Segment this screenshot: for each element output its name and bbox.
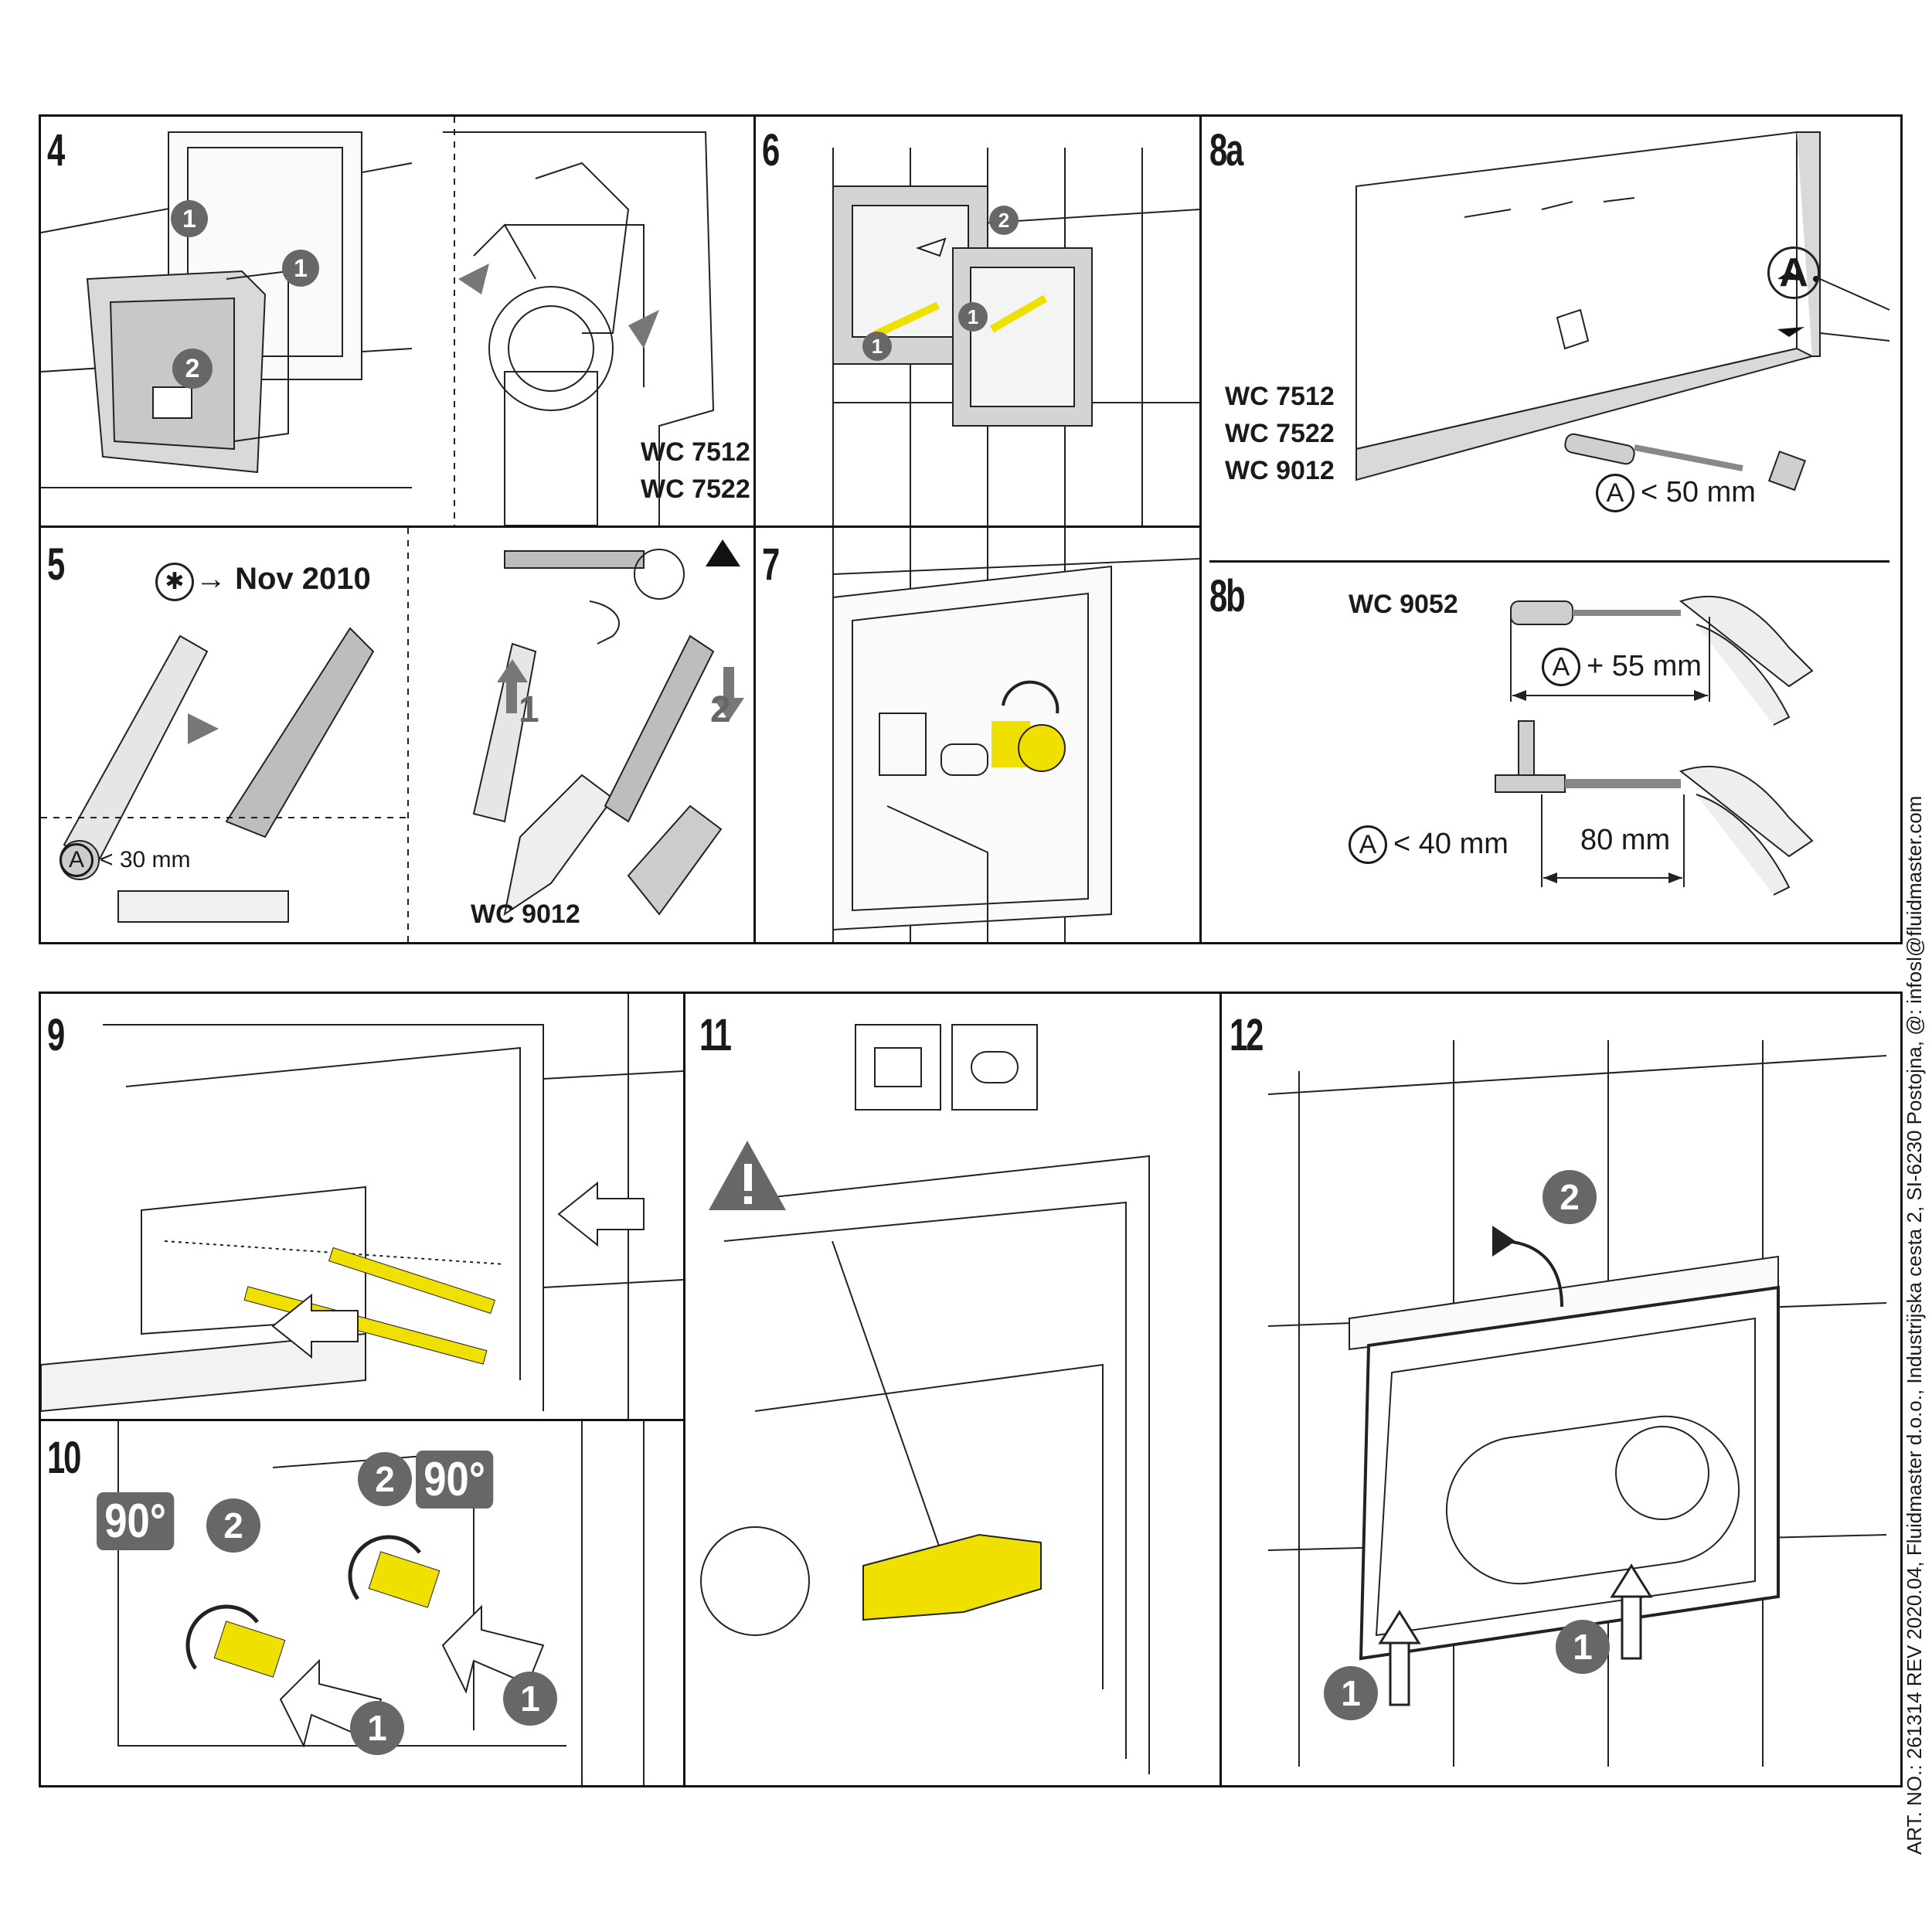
step-8b-illustration [1495, 595, 1814, 896]
divider [1219, 992, 1222, 1787]
step-12-panel: 12 2 1 1 [1222, 994, 1900, 1785]
step-number: 4 [47, 125, 65, 175]
length-label: 80 mm [1580, 824, 1671, 856]
model-list: WC 7512 WC 7522 [641, 434, 750, 508]
model-label: WC 7512 [641, 437, 750, 467]
step-badge-1: 1 [282, 250, 319, 287]
step-9-illustration [41, 994, 683, 1419]
model-label: WC 9012 [1225, 456, 1335, 485]
step-4-panel: 4 1 1 2 WC 7512 WC 7522 [41, 117, 753, 526]
footer-note: ART. NO.: 261314 REV 2020.04, Fluidmaste… [1903, 795, 1926, 1855]
step-badge-2: 2 [206, 1498, 260, 1553]
step-badge-1: 1 [1556, 1620, 1610, 1674]
dimension-label: A< 50 mm [1596, 474, 1756, 512]
step-arrow-2: 2 [710, 689, 731, 730]
divider [39, 1419, 683, 1421]
step-badge-1: 1 [958, 302, 988, 332]
step-badge-2: 2 [989, 206, 1019, 235]
model-label: WC 7522 [641, 474, 750, 504]
step-number: 7 [762, 539, 780, 590]
step-number: 8a [1209, 125, 1243, 175]
step-badge-1: 1 [1324, 1666, 1378, 1720]
step-arrow-1: 1 [519, 689, 539, 730]
warning-triangle-icon [709, 1141, 786, 1210]
step-6-panel: 6 2 1 1 [756, 117, 1199, 526]
step-8b-panel: 8b WC 9052 A+ 55 mm A< 40 mm 80 mm [1202, 563, 1900, 942]
step-8a-illustration [1355, 131, 1890, 492]
divider [683, 992, 685, 1787]
divider [1209, 560, 1889, 563]
step-number: 12 [1230, 1010, 1264, 1060]
star-icon: ✱ [155, 563, 194, 601]
step-badge-2: 2 [358, 1452, 412, 1506]
rotation-badge: 90° [97, 1492, 175, 1550]
step-number: 6 [762, 125, 780, 175]
model-label: WC 7512 [1225, 382, 1335, 411]
step-7-illustration [832, 528, 1199, 942]
step-badge-1: 1 [503, 1672, 557, 1726]
step-badge-2: 2 [172, 349, 213, 389]
dimension-label: A+ 55 mm [1542, 648, 1702, 686]
step-number: 5 [47, 539, 65, 590]
bottom-instructions-frame [39, 992, 1903, 1787]
step-badge-1: 1 [862, 332, 892, 361]
step-number: 10 [47, 1433, 81, 1483]
model-list: WC 7512 WC 7522 WC 9012 [1225, 378, 1335, 489]
step-6-illustration [832, 148, 1199, 526]
step-number: 11 [699, 1010, 732, 1060]
rotation-badge: 90° [416, 1451, 494, 1509]
step-10-panel: 10 90° 2 2 90° 1 1 [41, 1421, 683, 1785]
step-5-panel: 5 ✱ → Nov 2010 A< 30 mm 1 2 WC 9012 [41, 528, 753, 942]
step-number: 9 [47, 1010, 65, 1060]
step-badge-1: 1 [171, 200, 208, 237]
step-badge-2: 2 [1543, 1170, 1597, 1224]
divider [753, 114, 756, 944]
divider [1199, 114, 1202, 944]
top-instructions-frame [39, 114, 1903, 944]
step-7-panel: 7 [756, 528, 1199, 942]
date-label: → Nov 2010 [196, 562, 371, 596]
step-12-illustration [1267, 1040, 1887, 1767]
a-callout: A [1767, 247, 1820, 299]
step-5-illustration [41, 528, 744, 942]
model-label: WC 7522 [1225, 419, 1335, 448]
step-number: 8b [1209, 571, 1246, 621]
step-8a-panel: 8a A WC 7512 WC 7522 WC 9012 A< 50 mm [1202, 117, 1900, 560]
model-label: WC 9052 [1349, 590, 1458, 619]
divider [39, 526, 1202, 528]
step-11-panel: 11 [685, 994, 1219, 1785]
step-9-panel: 9 [41, 994, 683, 1419]
step-11-illustration [700, 1024, 1150, 1774]
dimension-label: A< 40 mm [1349, 825, 1509, 864]
dimension-label: A< 30 mm [60, 843, 191, 877]
step-badge-1: 1 [350, 1701, 404, 1755]
model-label: WC 9012 [471, 900, 580, 929]
